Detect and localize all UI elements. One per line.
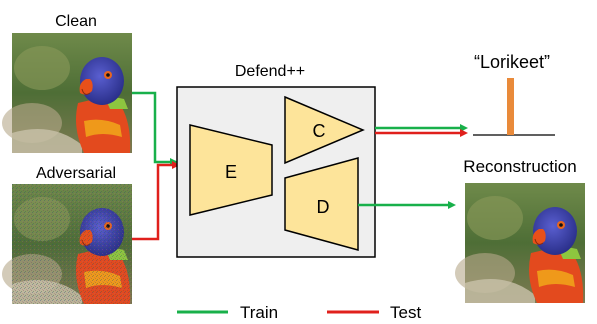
prediction-label: “Lorikeet” xyxy=(474,52,550,72)
adversarial-label: Adversarial xyxy=(36,165,116,182)
encoder-label: E xyxy=(225,162,237,182)
train-arrow-input xyxy=(132,91,176,164)
test-arrowhead-prediction xyxy=(460,129,468,137)
decoder-block xyxy=(284,157,359,251)
decoder-label: D xyxy=(317,197,330,217)
adversarial-image xyxy=(1,183,133,305)
classifier-block xyxy=(284,95,365,165)
classifier-label: C xyxy=(313,121,326,141)
legend-test-label: Test xyxy=(390,303,421,322)
test-arrowhead-input xyxy=(172,161,180,169)
legend-train-label: Train xyxy=(240,303,278,322)
reconstruction-image xyxy=(454,182,586,304)
clean-image xyxy=(1,32,133,154)
clean-label: Clean xyxy=(55,13,97,30)
reconstruction-label: Reconstruction xyxy=(463,157,576,176)
train-arrowhead-reconstruction xyxy=(448,201,456,209)
defend-title: Defend++ xyxy=(235,63,305,80)
prediction-bar xyxy=(507,78,514,135)
test-arrow-input xyxy=(132,163,176,241)
encoder-block xyxy=(189,124,273,216)
